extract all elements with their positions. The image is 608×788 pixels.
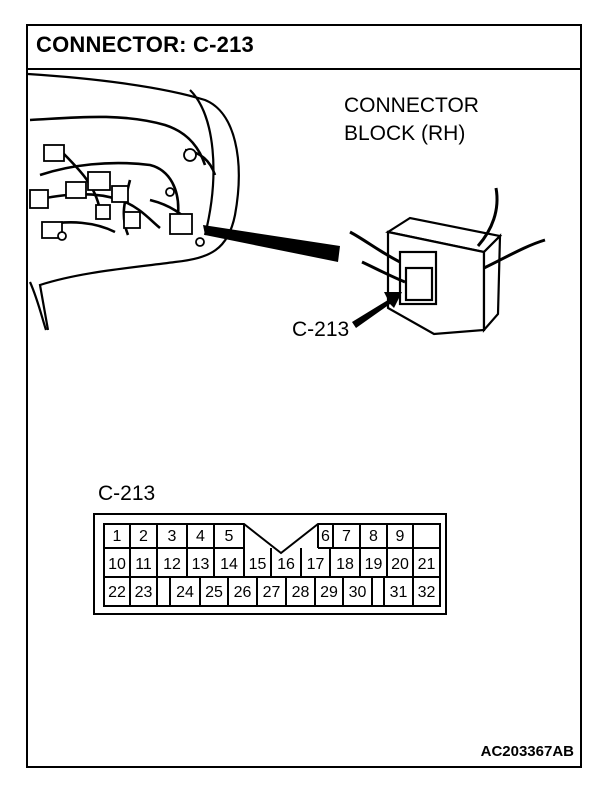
callout-line-2: BLOCK (RH) <box>344 122 466 145</box>
pin-32: 32 <box>417 584 436 601</box>
pin-15: 15 <box>248 556 267 573</box>
pin-9: 9 <box>395 528 405 545</box>
pin-29: 29 <box>320 584 338 601</box>
pin-28: 28 <box>291 584 310 601</box>
pin-1: 1 <box>112 528 122 545</box>
pin-16: 16 <box>277 556 295 573</box>
pin-30: 30 <box>348 584 367 601</box>
pin-3: 3 <box>167 528 177 545</box>
pin-22: 22 <box>108 584 126 601</box>
pin-13: 13 <box>191 556 210 573</box>
pin-24: 24 <box>176 584 194 601</box>
pin-27: 27 <box>262 584 281 601</box>
pin-6: 6 <box>321 528 330 545</box>
pin-10: 10 <box>108 556 126 573</box>
connector-callout-label: C-213 <box>292 318 350 341</box>
connector-block-wires <box>349 187 546 284</box>
pin-12: 12 <box>163 556 181 573</box>
pin-18: 18 <box>336 556 354 573</box>
pin-31: 31 <box>389 584 408 601</box>
pin-7: 7 <box>342 528 351 545</box>
pin-8: 8 <box>369 528 378 545</box>
reference-code: AC203367AB <box>480 743 574 760</box>
wiring-harness <box>29 115 217 236</box>
pin-21: 21 <box>417 556 436 573</box>
pin-2: 2 <box>139 528 148 545</box>
diagram-title: CONNECTOR: C-213 <box>36 32 254 57</box>
harness-connectors <box>29 144 205 247</box>
pin-26: 26 <box>233 584 252 601</box>
pin-19: 19 <box>364 556 383 573</box>
projection-wedge <box>203 225 340 262</box>
dashboard-outline <box>27 72 240 331</box>
diagram-frame <box>26 24 582 768</box>
pin-11: 11 <box>135 556 152 573</box>
callout-arrow <box>352 292 402 328</box>
pin-25: 25 <box>205 584 223 601</box>
pin-14: 14 <box>220 556 238 573</box>
connector-block-callout: CONNECTOR BLOCK (RH) <box>344 92 479 148</box>
pin-17: 17 <box>306 556 325 573</box>
connector-face-label: C-213 <box>98 482 156 505</box>
connector-block <box>385 216 503 336</box>
diagram-header: CONNECTOR: C-213 <box>26 24 582 70</box>
pin-4: 4 <box>196 528 205 545</box>
pin-5: 5 <box>224 528 234 545</box>
callout-line-1: CONNECTOR <box>344 94 479 117</box>
pin-20: 20 <box>391 556 409 573</box>
pin-outline <box>93 513 447 615</box>
pin-23: 23 <box>134 584 153 601</box>
